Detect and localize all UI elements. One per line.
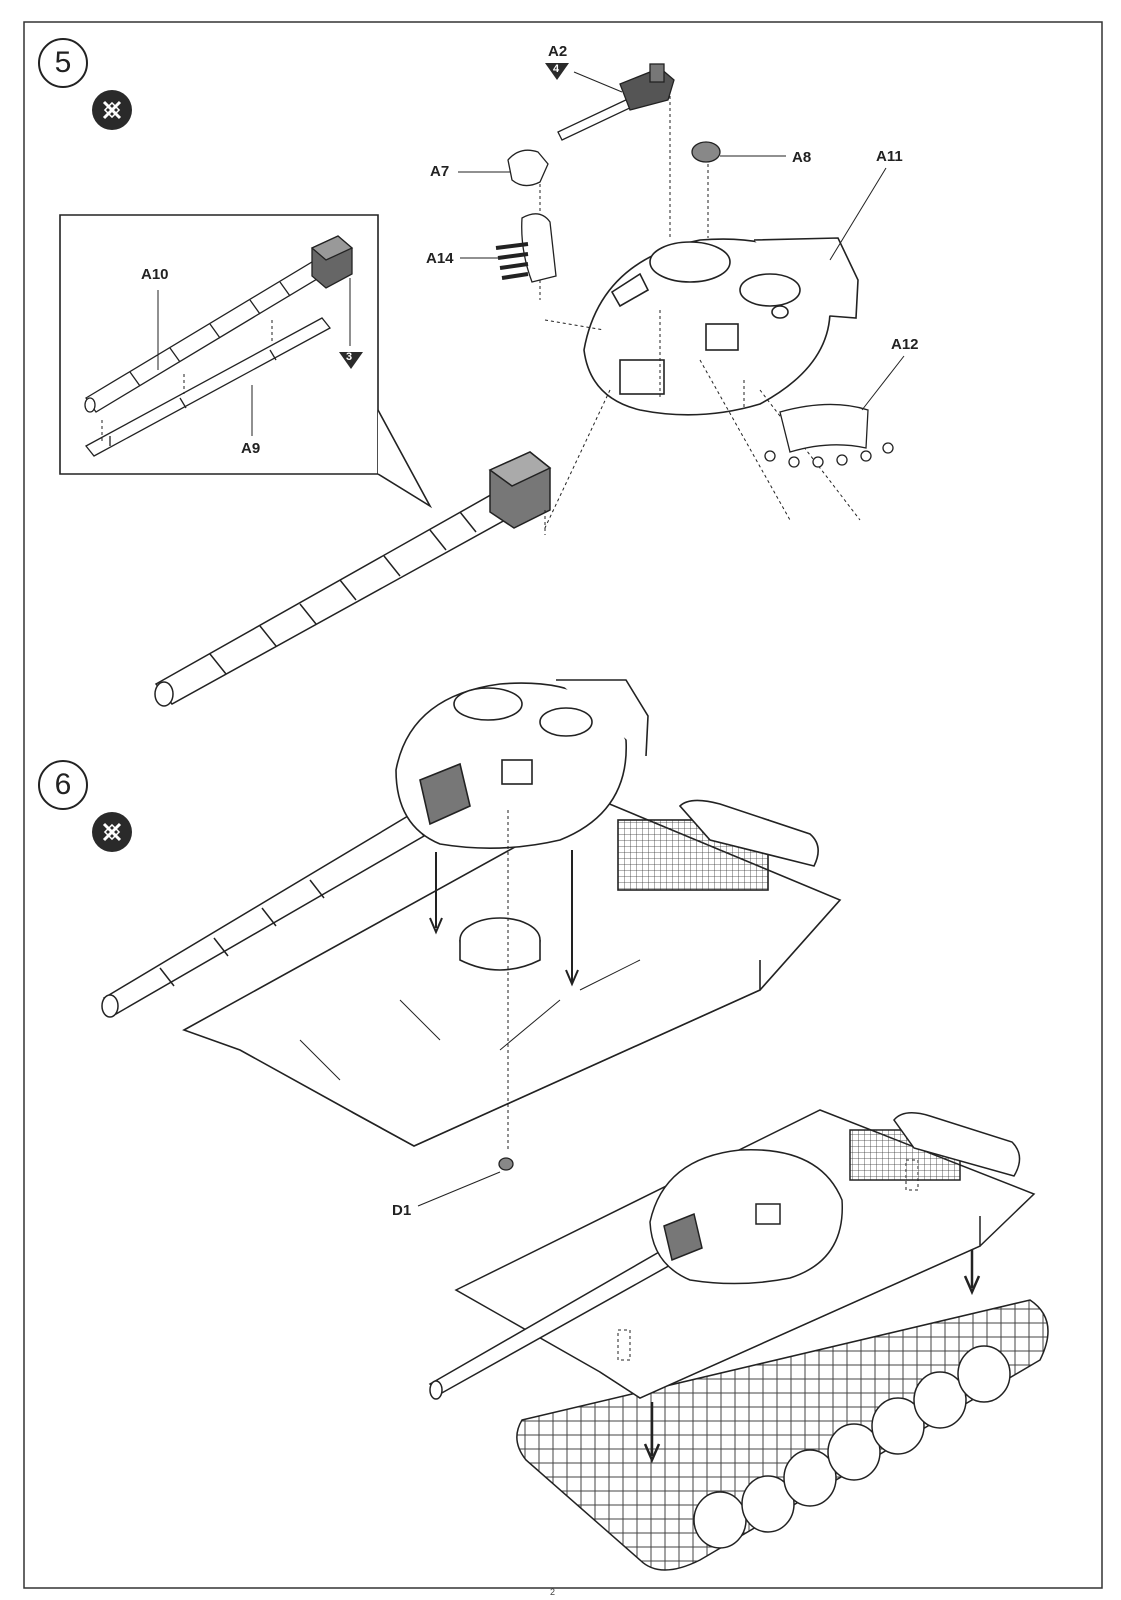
label-a14: A14 [426,250,454,267]
part-a14 [495,213,557,283]
step-number-6: 6 [38,760,88,810]
label-a7: A7 [430,163,450,180]
inset-barrel-a10 [84,235,354,413]
main-barrel [154,451,552,707]
inset-barrel-half-a9 [85,317,331,457]
ref-triangle-a2 [545,63,569,80]
part-a2-gun [557,63,675,141]
part-a12 [764,403,894,468]
final-assembly [428,1109,1049,1571]
turret-step5 [583,237,859,416]
hull-step6 [182,799,842,1147]
turret-step6 [395,679,649,849]
page-frame [23,21,1103,1589]
no-glue-icon [92,812,132,852]
part-d1 [498,1157,514,1171]
ref-triangle-a3 [339,352,363,369]
label-a8: A8 [792,149,812,166]
page-number: 2 [550,1587,556,1597]
label-a11: A11 [876,148,903,165]
label-a2-ref: 4 [553,63,560,75]
label-a10: A10 [141,266,169,283]
label-a3-ref: 3 [346,351,353,363]
label-a12: A12 [891,336,919,353]
part-a8 [691,141,721,163]
label-d1: D1 [392,1202,412,1219]
part-a7 [507,149,549,187]
label-a2: A2 [548,43,568,60]
no-glue-icon [92,90,132,130]
label-a9: A9 [241,440,261,457]
step-number-5: 5 [38,38,88,88]
